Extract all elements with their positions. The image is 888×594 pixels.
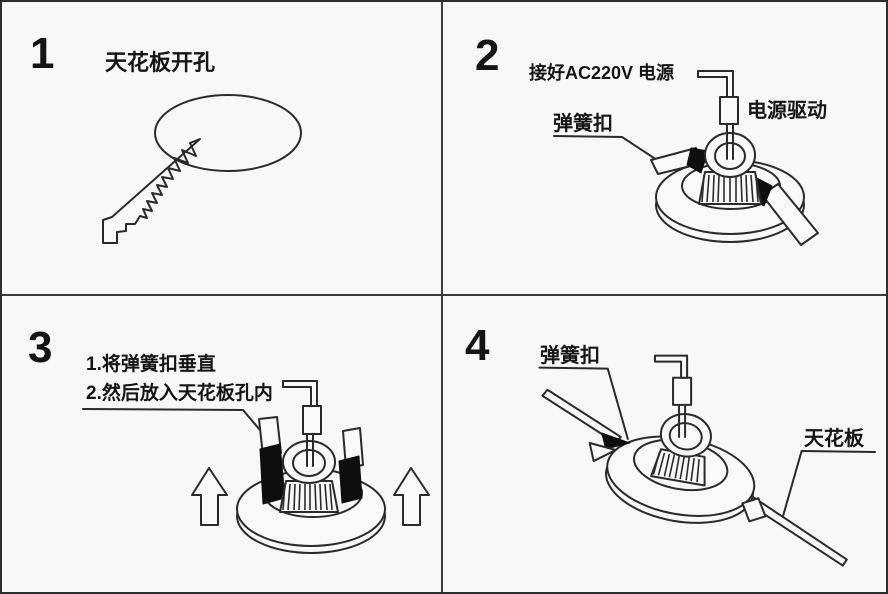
step-number: 2 [475,31,500,80]
label-spring-clip: 弹簧扣 [540,345,600,367]
step-number: 1 [30,29,55,78]
keyhole-saw-drawing [103,139,200,243]
ceiling-hole-ellipse [155,95,301,171]
power-wire-lower [679,405,685,437]
power-wire-lower [307,434,313,466]
ceiling-leader-line [782,451,875,521]
label-step3-line2: 2.然后放入天花板孔内 [86,383,273,404]
spring-clip-right [339,428,363,503]
label-ceiling: 天花板 [804,428,864,450]
panel-step-3: 3 1.将弹簧扣垂直 2.然后放入天花板孔内 [2,296,443,592]
caption-cut-hole: 天花板开孔 [105,50,216,75]
label-connect-power: 接好AC220V 电源 [529,63,675,83]
driver-box [673,378,691,405]
up-arrow-icon-left [192,468,227,525]
power-wire-upper [283,381,317,406]
power-wire-lower [727,123,733,159]
steps-leader-line [83,409,271,443]
label-step3-line1: 1.将弹簧扣垂直 [86,354,216,375]
ceiling-board-left [542,390,620,443]
downlight-body [600,402,765,534]
step-number: 4 [465,321,490,370]
spring-clip-left [651,148,708,174]
step4-drawing [443,296,886,592]
lamp-top-ring [283,441,335,483]
label-spring-clip: 弹簧扣 [553,113,613,135]
lamp-top-ring [705,133,755,177]
power-wire-upper [655,356,687,378]
clip-leader-line [554,136,657,160]
driver-box [720,97,738,124]
heatsink-fins [651,448,709,485]
spring-clip-left [590,433,630,461]
panel-step-4: 4 弹簧扣 天花板 [443,296,886,592]
power-wire-upper [698,71,733,97]
panel-step-1: 1 天花板开孔 [2,2,443,296]
step-number: 3 [28,323,53,372]
clip-leader-line [539,368,627,439]
up-arrow-icon-right [394,468,429,525]
spring-clip-left [259,417,285,504]
driver-box [303,406,321,434]
step2-drawing [443,2,886,294]
spring-clip-right [742,498,765,521]
step3-drawing [2,296,441,592]
label-power-driver: 电源驱动 [747,100,827,122]
heatsink-fins [280,481,338,512]
panel-step-2: 2 接好AC220V 电源 电源驱动 弹簧扣 [443,2,886,296]
step1-drawing [2,2,441,294]
